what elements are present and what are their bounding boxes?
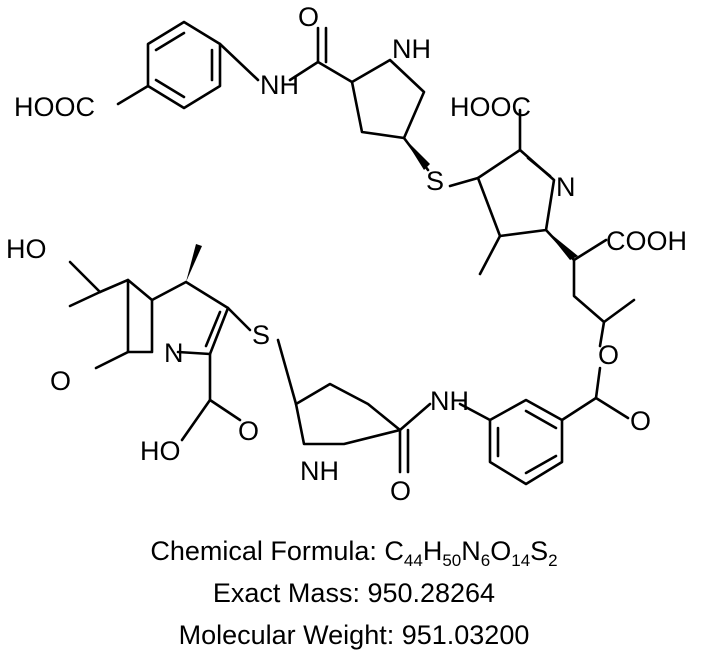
exact-mass: Exact Mass: 950.28264 [212, 578, 496, 608]
lactam-oxygen-label: O [50, 366, 71, 396]
pyrrolidine-nh-label: NH [392, 34, 431, 64]
hooc-label: HOOC [14, 92, 95, 122]
formula-element: C [384, 536, 404, 566]
ester-oxygen-label: O [598, 340, 619, 370]
formula-value: C44H50N6O14S2 [384, 536, 557, 569]
formula-element: S [530, 536, 549, 566]
bottom-oxygen-label: O [390, 476, 411, 506]
sulfur-label: S [426, 166, 444, 196]
molecular-weight: Molecular Weight: 951.03200 [178, 620, 530, 650]
sulfur-left-label: S [252, 320, 270, 350]
carbonyl-oxygen-label: O [630, 406, 651, 436]
chemical-formula: Chemical Formula: C44H50N6O14S2 [0, 536, 708, 569]
formula-label: Chemical Formula: [150, 536, 385, 566]
nh-label: NH [260, 70, 299, 100]
acid-oxygen-label: O [238, 416, 259, 446]
hooc-top-label: HOOC [450, 92, 531, 122]
formula-subscript: 6 [480, 551, 491, 570]
bottom-pyrrolidine-nh-label: NH [300, 456, 339, 486]
formula-element: O [490, 536, 512, 566]
oxygen-label: O [298, 2, 319, 32]
hydroxyl-label: HO [6, 234, 47, 264]
chemical-structure: HOOC NH O NH S HOOC N COOH O O NH O NH S… [6, 2, 687, 506]
formula-subscript: 2 [548, 551, 558, 570]
cooh-label: COOH [606, 226, 687, 256]
formula-subscript: 14 [511, 551, 531, 570]
ho-label: HO [140, 436, 181, 466]
bottom-nh-label: NH [430, 386, 469, 416]
lactam-nitrogen-label: N [164, 338, 184, 368]
nitrogen-label: N [556, 172, 576, 202]
formula-element: H [422, 536, 443, 566]
formula-element: N [461, 536, 481, 566]
formula-subscript: 50 [442, 551, 462, 570]
formula-subscript: 44 [403, 551, 423, 570]
